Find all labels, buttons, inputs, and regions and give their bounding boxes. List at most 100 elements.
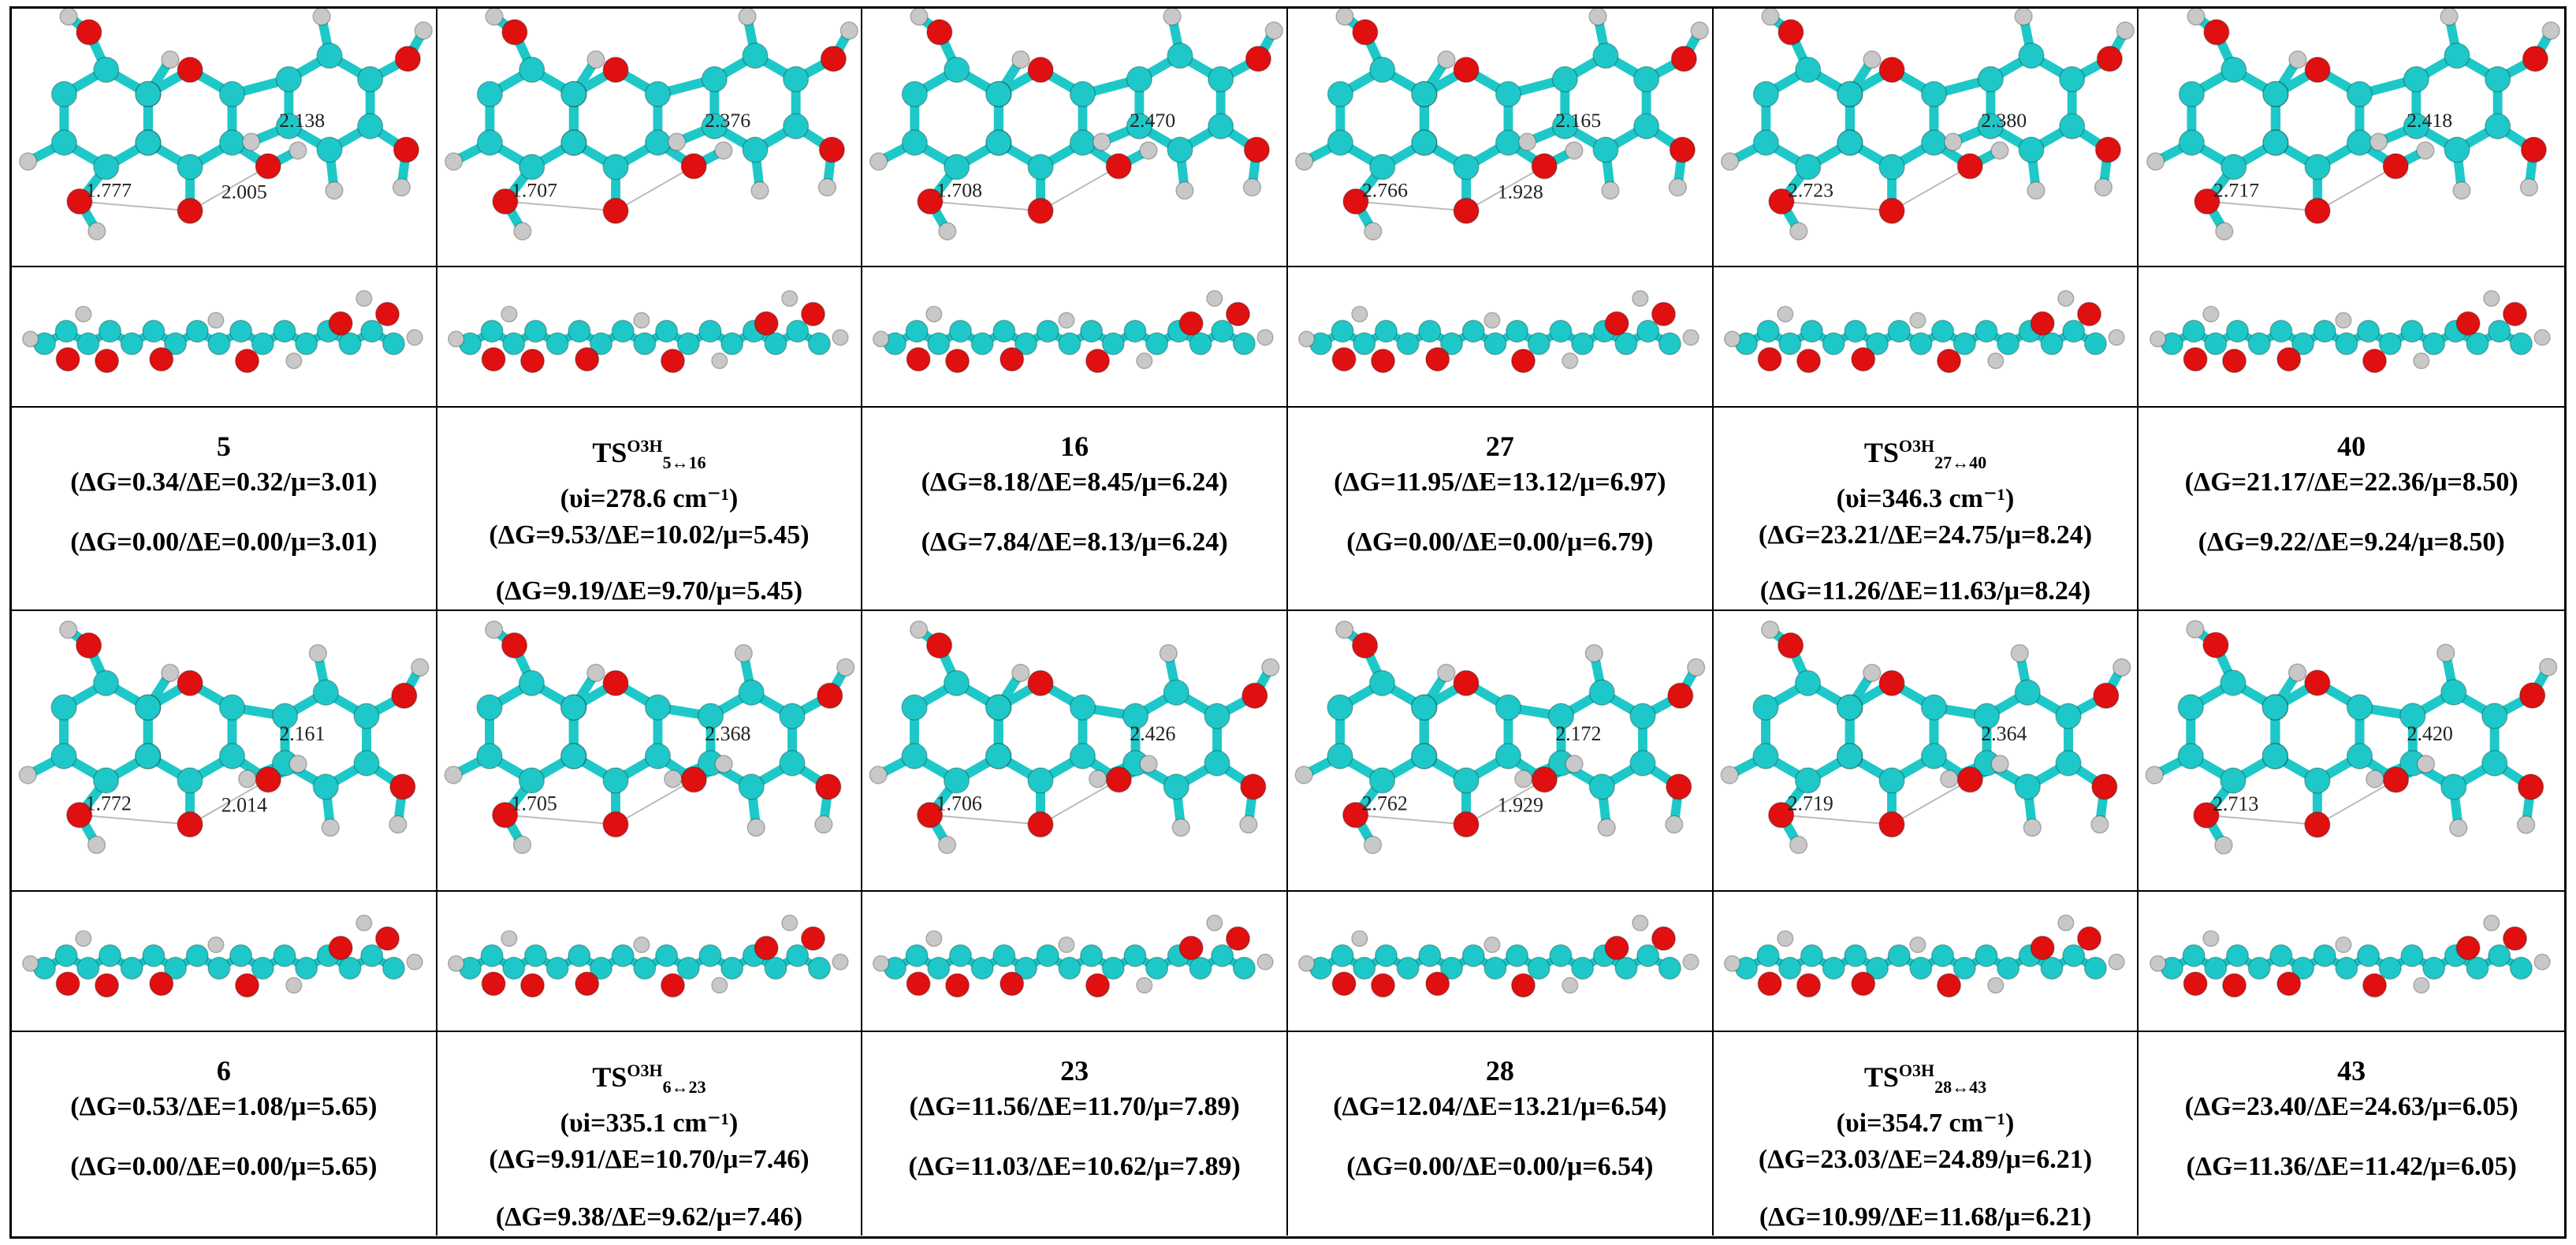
- carbon-atom: [1439, 332, 1464, 356]
- carbon-atom: [785, 319, 809, 343]
- carbon-atom: [1887, 319, 1911, 343]
- structure-side-view: [862, 892, 1288, 1032]
- carbon-atom: [1058, 332, 1081, 356]
- hydrogen-atom: [832, 953, 849, 971]
- hydrogen-atom: [869, 766, 888, 785]
- distance-label: 1.928: [1498, 181, 1543, 203]
- hydrogen-atom: [308, 643, 328, 663]
- oxygen-atom: [917, 188, 944, 215]
- hydrogen-atom: [2413, 352, 2430, 370]
- carbon-atom: [2226, 944, 2250, 967]
- carbon-atom: [1368, 669, 1396, 697]
- hydrogen-atom: [1483, 311, 1501, 329]
- hydrogen-atom: [586, 663, 605, 683]
- carbon-atom: [251, 956, 274, 980]
- hydrogen-atom: [1437, 50, 1456, 69]
- carbon-atom: [1843, 319, 1867, 343]
- carbon-atom: [985, 694, 1012, 721]
- oxygen-atom: [2203, 19, 2230, 46]
- carbon-atom: [295, 956, 318, 980]
- oxygen-atom: [574, 347, 599, 372]
- carbon-atom: [1163, 679, 1190, 706]
- hydrogen-atom: [161, 50, 180, 69]
- carbon-atom: [1411, 129, 1438, 156]
- carbon-atom: [1495, 743, 1522, 770]
- oxygen-atom: [2304, 56, 2332, 84]
- oxygen-atom: [389, 773, 416, 800]
- structure-side-view: [12, 892, 437, 1032]
- hydrogen-atom: [75, 305, 92, 322]
- energy-line-solvent: (ΔG=9.19/ΔE=9.70/μ=5.45): [495, 576, 803, 606]
- oxygen-atom: [926, 632, 953, 659]
- carbon-atom: [98, 319, 122, 343]
- hydrogen-atom: [1011, 50, 1030, 69]
- oxygen-atom: [917, 801, 944, 829]
- carbon-atom: [560, 80, 587, 107]
- hydrogen-atom: [632, 936, 650, 953]
- distance-label: 2.426: [1130, 722, 1176, 745]
- hydrogen-atom: [1990, 755, 2009, 773]
- hydrogen-atom: [1264, 21, 1284, 40]
- distance-label: 2.138: [279, 109, 325, 132]
- molecule-side-diagram: [447, 914, 849, 998]
- oxygen-atom: [1453, 197, 1480, 225]
- carbon-atom: [251, 332, 274, 356]
- oxygen-atom: [816, 682, 843, 709]
- oxygen-atom: [66, 188, 93, 215]
- carbon-atom: [944, 154, 970, 181]
- carbon-atom: [2177, 743, 2205, 770]
- distance-label: 2.713: [2213, 792, 2258, 815]
- oxygen-atom: [2030, 311, 2055, 336]
- hydrogen-atom: [2150, 955, 2167, 972]
- energy-line-solvent: (ΔG=0.00/ΔE=0.00/μ=6.79): [1346, 527, 1654, 557]
- distance-label: 2.376: [705, 109, 750, 132]
- carbon-atom: [2400, 944, 2424, 967]
- hydrogen-atom: [312, 9, 331, 26]
- oxygen-atom: [374, 301, 400, 326]
- carbon-atom: [2269, 944, 2293, 967]
- carbon-atom: [1752, 80, 1779, 107]
- carbon-atom: [2058, 65, 2085, 93]
- hydrogen-atom: [444, 152, 463, 171]
- hydrogen-atom: [873, 955, 890, 972]
- hydrogen-atom: [2057, 289, 2075, 308]
- molecule-side-diagram: [873, 289, 1275, 374]
- carbon-atom: [50, 743, 77, 770]
- carbon-atom: [2403, 113, 2430, 140]
- carbon-atom: [2379, 956, 2403, 980]
- carbon-atom: [1549, 944, 1573, 967]
- energy-line-solvent: (ΔG=0.00/ΔE=0.00/μ=5.65): [70, 1152, 378, 1181]
- distance-label: 1.705: [511, 792, 557, 815]
- energy-line-gas: (ΔG=23.40/ΔE=24.63/μ=6.05): [2184, 1092, 2518, 1121]
- hydrogen-atom: [1514, 770, 1533, 788]
- carbon-atom: [567, 319, 591, 343]
- carbon-atom: [1878, 767, 1905, 794]
- hydrogen-atom: [241, 132, 261, 151]
- molecule-side-diagram: [1723, 289, 2125, 374]
- carbon-atom: [985, 743, 1012, 770]
- carbon-atom: [927, 332, 951, 356]
- oxygen-atom: [2222, 349, 2247, 374]
- carbon-atom: [2335, 956, 2358, 980]
- hydrogen-atom: [2335, 311, 2352, 329]
- carbon-atom: [1614, 332, 1638, 356]
- oxygen-atom: [680, 766, 707, 793]
- oxygen-atom: [1878, 56, 1905, 84]
- carbon-atom: [1327, 80, 1354, 107]
- carbon-atom: [2018, 136, 2045, 163]
- carbon-atom: [2357, 944, 2381, 967]
- carbon-atom: [1794, 767, 1821, 794]
- carbon-atom: [1080, 319, 1104, 343]
- structure-name: 5: [216, 431, 231, 462]
- oxygen-atom: [491, 801, 518, 829]
- molecule-side-diagram: [21, 914, 423, 998]
- oxygen-atom: [2222, 973, 2247, 998]
- oxygen-atom: [1651, 301, 1677, 326]
- energy-line-gas: (ΔG=8.18/ΔE=8.45/μ=6.24): [921, 468, 1228, 497]
